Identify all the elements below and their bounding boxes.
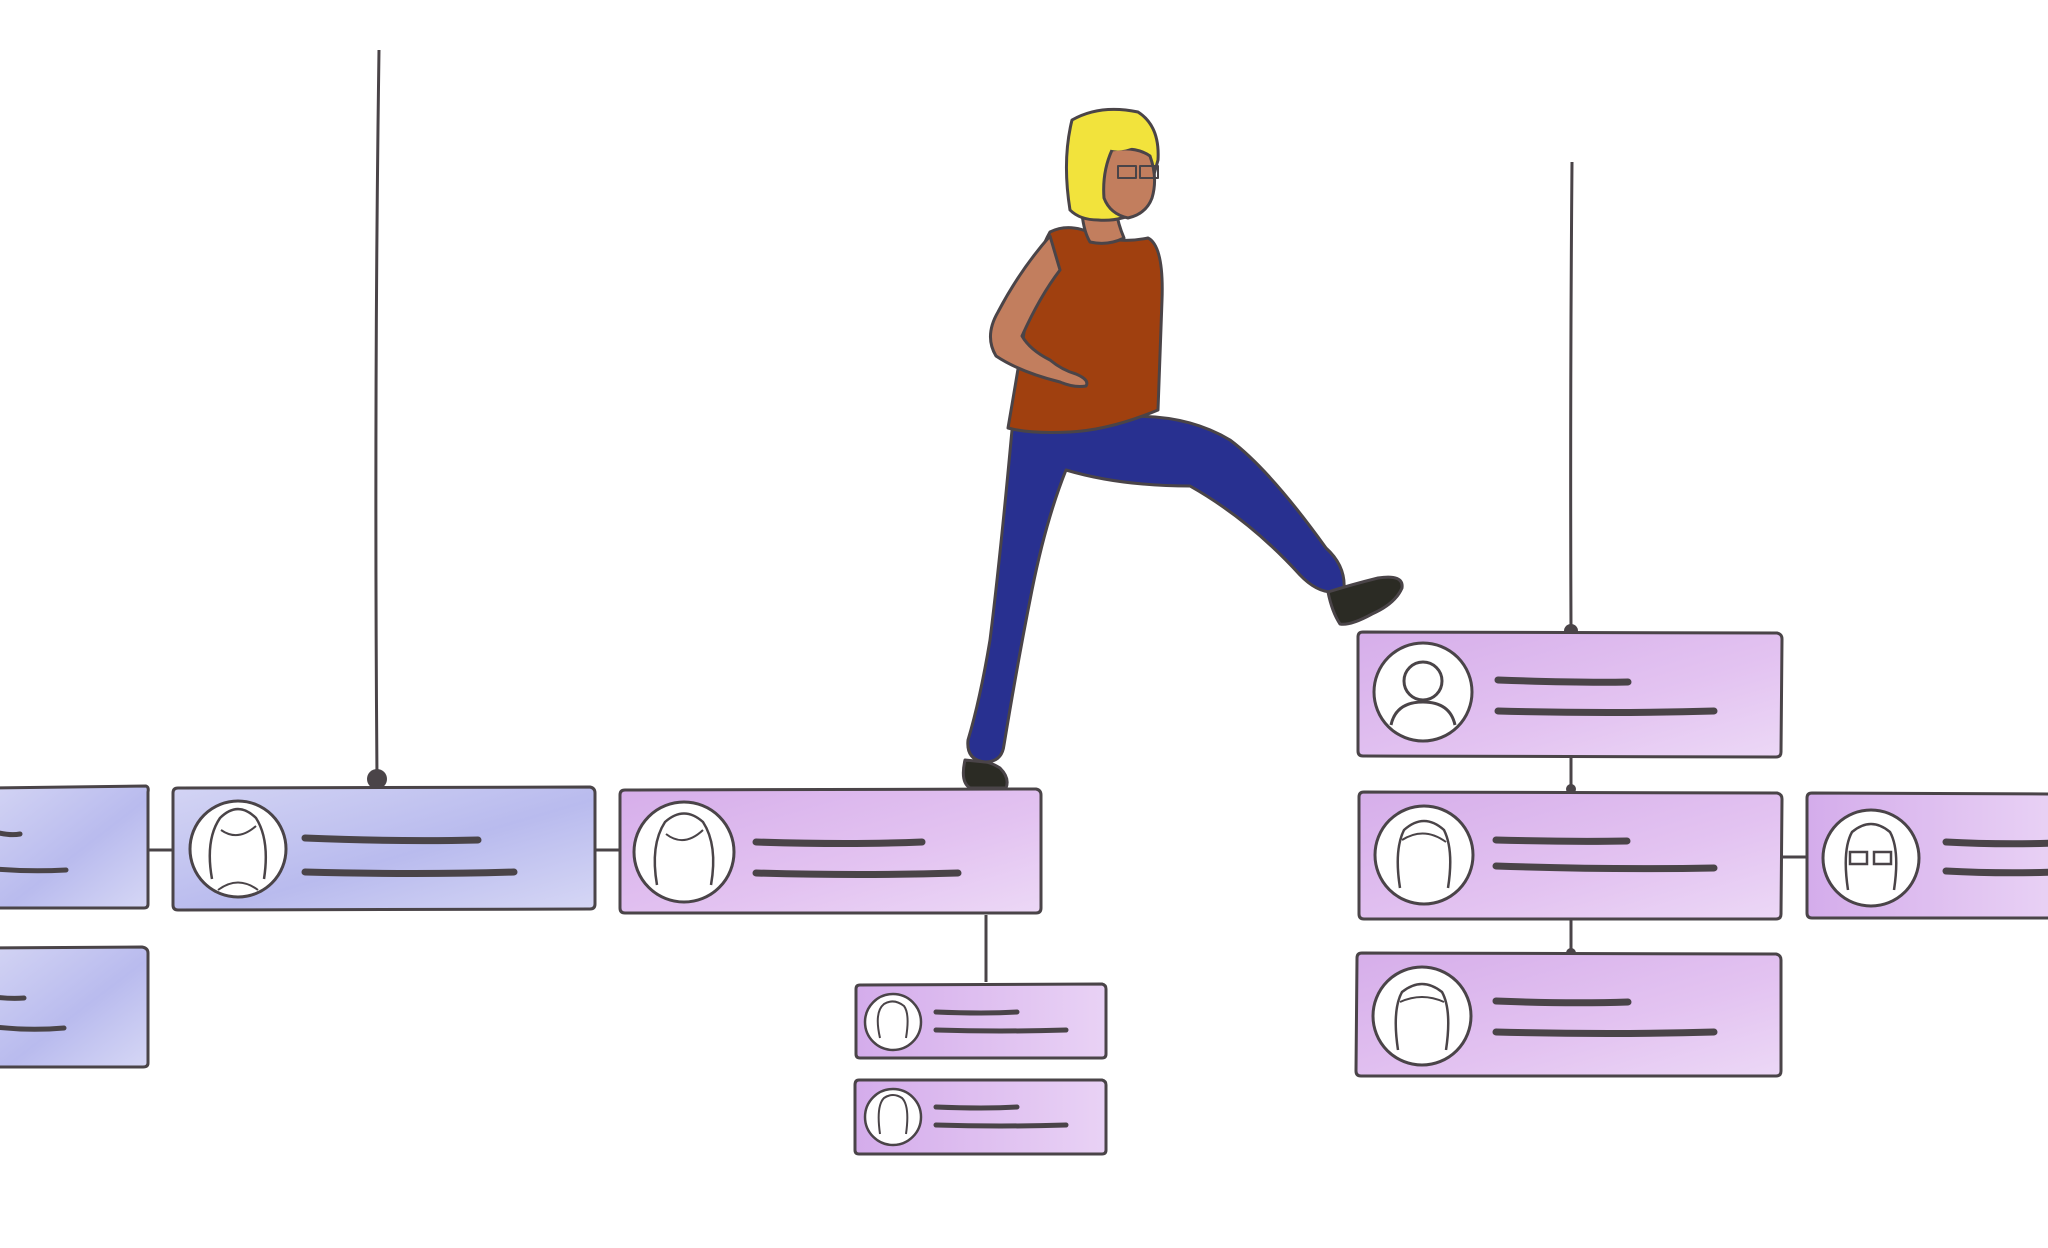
card-left-edge-top: [0, 784, 150, 910]
card-purple-step: [618, 787, 1043, 915]
card-right-middle: [1357, 790, 1784, 921]
boy-avatar-icon: [863, 992, 923, 1052]
card-right-top: [1356, 630, 1784, 759]
card-right-edge: [1805, 791, 2048, 920]
man-avatar-icon: [1373, 804, 1475, 906]
woman-avatar-icon: [188, 799, 288, 899]
glasses-man-avatar-icon: [1821, 808, 1921, 908]
hanging-lines: [148, 49, 1808, 982]
card-blue-hanging: [171, 785, 597, 912]
card-small-child-1: [854, 982, 1108, 1060]
woman-avatar-icon: [632, 800, 736, 904]
card-small-child-2: [853, 1078, 1108, 1156]
generic-user-icon: [1372, 641, 1474, 743]
card-right-bottom: [1354, 951, 1783, 1078]
man-avatar-icon: [1371, 965, 1473, 1067]
walking-woman-figure: [961, 107, 1404, 790]
man-avatar-icon: [863, 1087, 923, 1147]
card-left-edge-bottom: [0, 945, 150, 1069]
